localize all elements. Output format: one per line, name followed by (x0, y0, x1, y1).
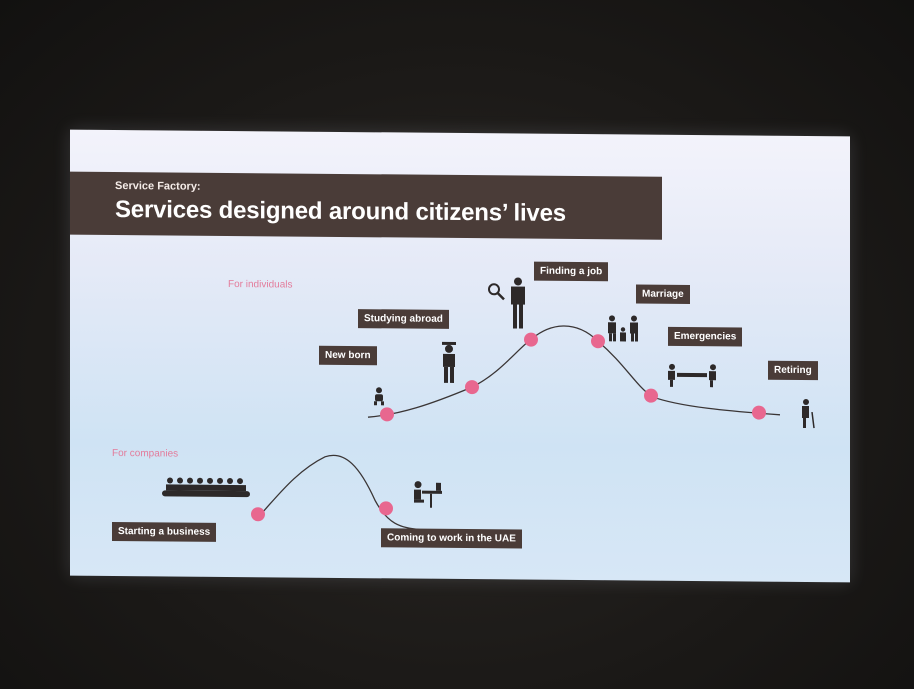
family-icon (608, 315, 638, 342)
meeting-table-icon (162, 477, 250, 498)
stage-dot-coming-to-work (379, 501, 393, 516)
stage-tag-studying-abroad: Studying abroad (358, 309, 449, 329)
desk-worker-icon (414, 481, 442, 508)
job-search-icon (488, 277, 525, 329)
stage-tag-finding-a-job: Finding a job (534, 261, 609, 282)
stage-dot-new-born (380, 407, 394, 422)
stage-tag-starting-business: Starting a business (112, 521, 217, 542)
stage-tag-marriage: Marriage (636, 284, 690, 305)
emergency-stretcher-icon (668, 363, 716, 388)
baby-icon (374, 387, 384, 406)
presentation-slide: Service Factory: Services designed aroun… (70, 129, 850, 583)
stage-tag-new-born: New born (319, 345, 377, 366)
life-curves (162, 277, 815, 531)
stage-dot-retiring (752, 405, 766, 420)
elderly-icon (802, 399, 815, 429)
stage-tag-coming-to-work: Coming to work in the UAE (381, 528, 522, 549)
stage-dot-starting-business (251, 507, 265, 522)
stage-tag-retiring: Retiring (768, 360, 818, 381)
stage-dot-emergencies (644, 388, 658, 403)
graduate-icon (442, 341, 456, 383)
stage-dot-finding-a-job (524, 332, 538, 347)
stage-tag-emergencies: Emergencies (668, 326, 743, 347)
stage-dot-studying-abroad (465, 380, 479, 395)
companies-curve (257, 454, 421, 531)
individuals-curve (367, 325, 781, 418)
stage-dot-marriage (591, 334, 605, 349)
